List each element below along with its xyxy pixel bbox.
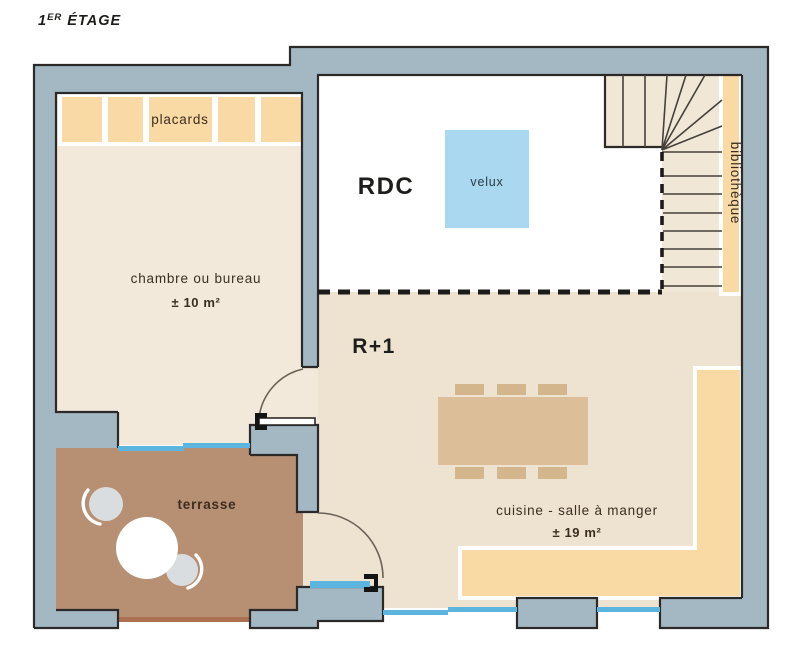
- dining-table: [438, 397, 588, 465]
- terrace-floor: [56, 448, 303, 617]
- walls: [34, 47, 768, 628]
- dining-chair: [455, 384, 484, 395]
- south-windows: [383, 607, 660, 615]
- door-swing-arc: [317, 512, 384, 579]
- door-jamb: [255, 413, 267, 418]
- wall-terrace-north-right-pier: [250, 425, 318, 512]
- closet-cell: [149, 97, 212, 142]
- dining-chair: [538, 384, 567, 395]
- terrace-chair: [89, 487, 123, 521]
- glazed-door: [310, 581, 370, 588]
- door-jamb: [374, 574, 378, 592]
- page-title: 1ER ÉTAGE: [38, 12, 122, 29]
- bedroom-door: [255, 368, 316, 430]
- terrace-edge-line: [118, 617, 250, 622]
- terrace-label: terrasse: [178, 497, 237, 512]
- closet-cell: [62, 97, 102, 142]
- wall-bedroom-divider: [302, 65, 318, 367]
- skylight-label: velux: [470, 175, 503, 189]
- wall-terrace-north-left-pier: [34, 412, 118, 448]
- kitchen-door: [310, 512, 384, 592]
- skylight: [445, 130, 529, 228]
- wall-terrace-south-left-pier: [34, 610, 118, 628]
- terrace-sliding-door: [118, 443, 250, 451]
- bedroom-area-label: ± 10 m²: [172, 295, 221, 310]
- wall-terrace-south-right-pier: [250, 587, 383, 628]
- window: [383, 610, 448, 615]
- dining-chair: [497, 467, 526, 479]
- door-jamb: [364, 587, 378, 592]
- glazed-panel: [118, 446, 184, 451]
- bedroom-floor: [56, 93, 302, 445]
- terrace-chair-back-arc: [186, 553, 204, 590]
- kitchen-label: cuisine - salle à manger: [496, 503, 658, 518]
- library-strip: [723, 75, 739, 292]
- wall-north-main: [290, 47, 768, 75]
- staircase-floor: [605, 75, 722, 292]
- closet-cell: [218, 97, 255, 142]
- dining-set: [438, 384, 588, 479]
- dining-chair: [538, 467, 567, 479]
- door-swing-arc: [258, 368, 304, 419]
- terrace-chair-back-arc: [81, 488, 102, 526]
- library-shelf: [719, 71, 743, 296]
- closet-cell: [108, 97, 143, 142]
- dining-chair: [497, 384, 526, 395]
- closet-cell: [261, 97, 301, 142]
- wall-north-bedroom: [34, 65, 317, 93]
- library-label: bibliothèque: [728, 142, 743, 224]
- wall-outlines: [32, 45, 770, 630]
- door-leaf: [258, 417, 316, 426]
- window: [448, 607, 517, 612]
- first-floor-label: R+1: [352, 335, 396, 358]
- wall-south-center-pier: [517, 598, 597, 628]
- glazed-panel: [183, 443, 250, 448]
- bedroom-label: chambre ou bureau: [131, 271, 262, 286]
- terrace-table: [116, 517, 178, 579]
- staircase: [622, 74, 723, 292]
- kitchen-area-label: ± 19 m²: [553, 525, 602, 540]
- wall-west: [34, 65, 56, 628]
- window: [597, 607, 660, 612]
- bedroom-door-threshold: [302, 367, 318, 425]
- door-jamb: [364, 574, 378, 579]
- ground-floor-label: RDC: [358, 173, 415, 200]
- closets-label: placards: [151, 112, 208, 127]
- wall-south-east-corner: [660, 598, 768, 628]
- closets: [58, 93, 302, 146]
- door-jamb: [255, 413, 259, 430]
- door-jamb: [255, 425, 267, 430]
- wall-east: [742, 47, 768, 628]
- dining-chair: [455, 467, 484, 479]
